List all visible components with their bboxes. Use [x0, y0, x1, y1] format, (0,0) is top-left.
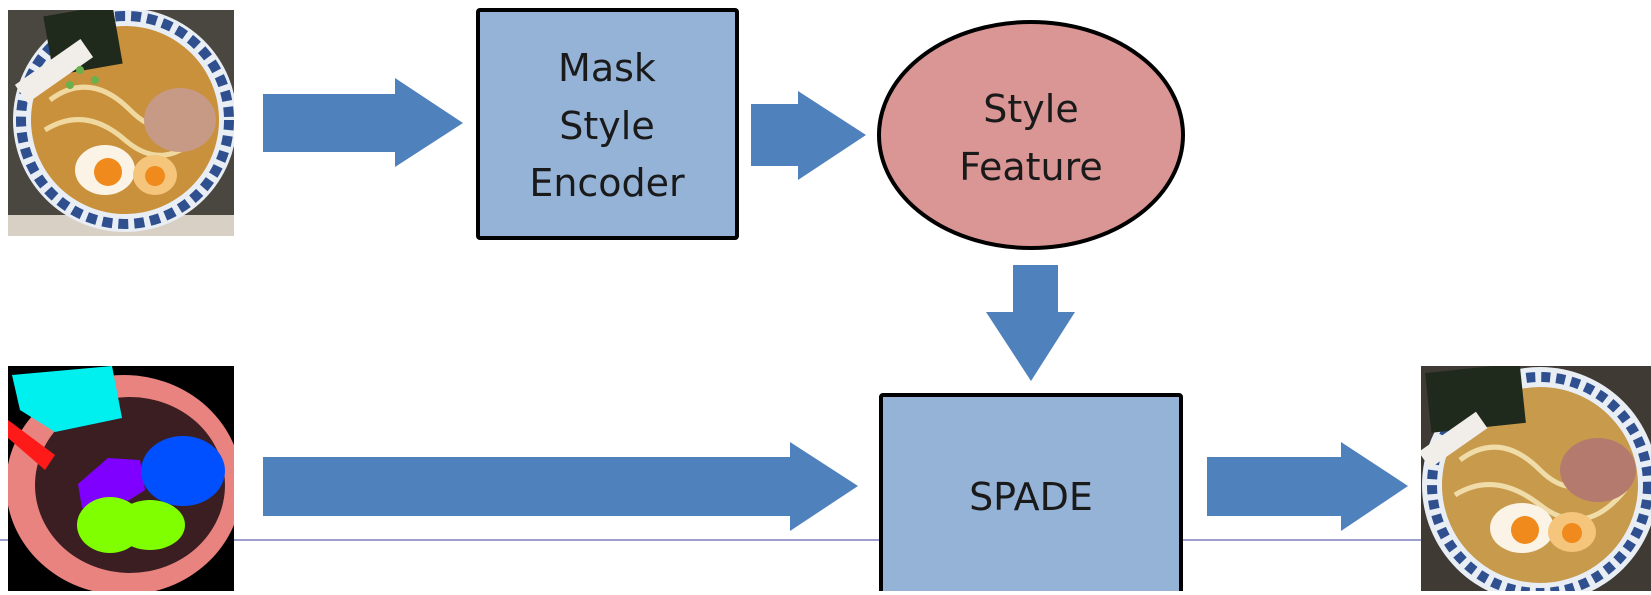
arrow-encoder-to-feature: [751, 91, 866, 180]
spade-label: SPADE: [969, 475, 1093, 519]
encoder-label-line-1: Mask: [558, 46, 656, 90]
segmentation-mask: [8, 366, 234, 591]
encoder-label-line-3: Encoder: [529, 161, 685, 205]
output-image: [1421, 366, 1651, 591]
style-feature-node: Style Feature: [877, 20, 1185, 250]
arrow-feature-to-spade: [986, 265, 1075, 381]
style-feature-label-line-1: Style: [983, 87, 1078, 131]
spade-node: SPADE: [879, 393, 1183, 595]
mask-style-encoder-node: Mask Style Encoder: [476, 8, 739, 240]
arrow-spade-to-output: [1207, 442, 1408, 531]
style-image: [8, 10, 234, 236]
encoder-label-line-2: Style: [559, 104, 654, 148]
arrow-mask-to-spade: [263, 442, 858, 531]
arrow-image-to-encoder: [263, 78, 463, 167]
style-feature-label-line-2: Feature: [959, 145, 1103, 189]
